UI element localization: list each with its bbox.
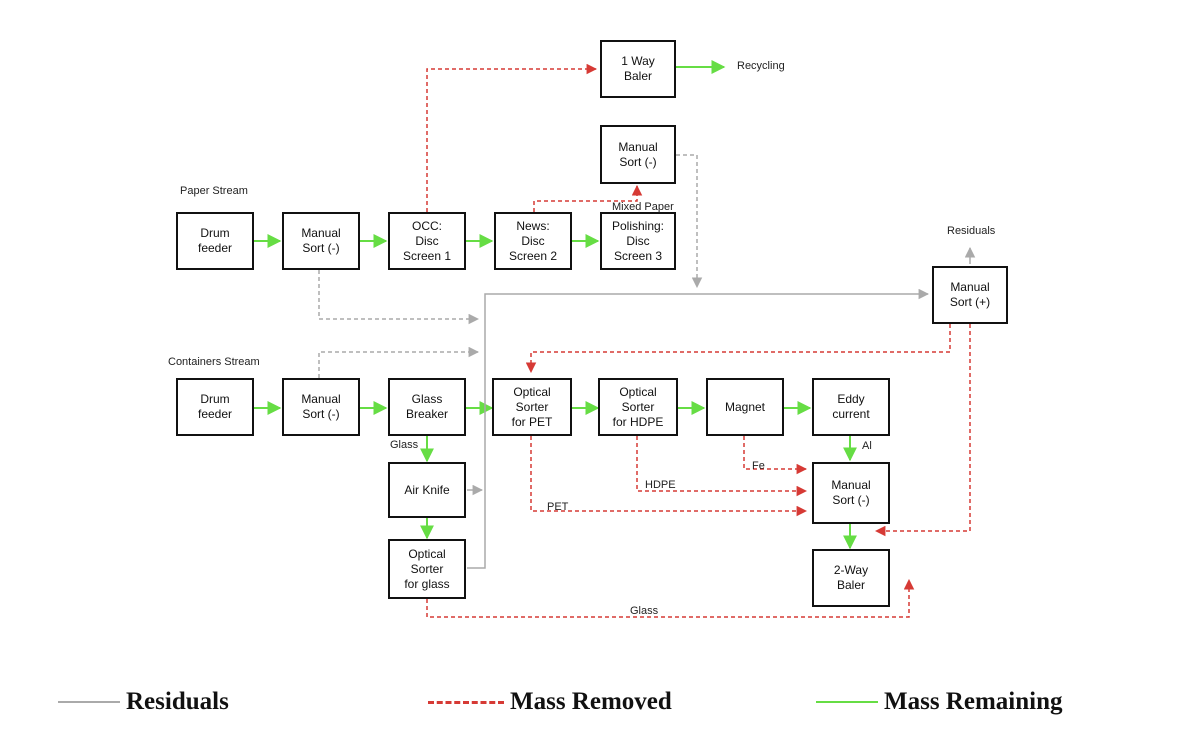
optical-sorter-glass-box: Optical Sorter for glass: [388, 539, 466, 599]
glass-bottom-label: Glass: [630, 605, 659, 617]
mass-remaining-line-swatch: [816, 701, 878, 703]
drum-feeder-containers-box: Drum feeder: [176, 378, 254, 436]
mass-removed-line-swatch: [428, 700, 504, 704]
two-way-baler-box: 2-Way Baler: [812, 549, 890, 607]
arrow-pet-removed: [530, 436, 808, 517]
hdpe-label: HDPE: [645, 479, 676, 491]
one-way-baler-box: 1 Way Baler: [600, 40, 676, 98]
glass-breaker-box: Glass Breaker: [388, 378, 466, 436]
residual-manual-top: [676, 154, 703, 289]
paper-stream-title: Paper Stream: [180, 185, 248, 197]
manual-sort-final-box: Manual Sort (-): [812, 462, 890, 524]
arrow-occ-to-one-way-baler: [426, 63, 598, 212]
arrow-magnet-fe: [743, 436, 808, 475]
legend-mass-remaining-label: Mass Remaining: [884, 688, 1063, 715]
occ-disc-screen-box: OCC: Disc Screen 1: [388, 212, 466, 270]
arrow-glass-to-two-way-baler: [426, 578, 915, 618]
polishing-disc-screen-box: Polishing: Disc Screen 3: [600, 212, 676, 270]
pet-label: PET: [547, 501, 569, 513]
optical-sorter-hdpe-box: Optical Sorter for HDPE: [598, 378, 678, 436]
legend-mass-removed-label: Mass Removed: [510, 688, 672, 715]
residuals-output-label: Residuals: [947, 225, 996, 237]
mass-removed-connectors: [426, 63, 971, 618]
fe-label: Fe: [752, 460, 765, 472]
residual-paper-manual: [318, 270, 480, 325]
residuals-connectors: [318, 154, 976, 569]
manual-sort-paper-box: Manual Sort (-): [282, 212, 360, 270]
drum-feeder-paper-box: Drum feeder: [176, 212, 254, 270]
mass-remaining-connectors: [254, 60, 857, 550]
mixed-paper-label: Mixed Paper: [612, 201, 674, 213]
containers-stream-title: Containers Stream: [168, 356, 260, 368]
eddy-current-box: Eddy current: [812, 378, 890, 436]
magnet-box: Magnet: [706, 378, 784, 436]
residual-containers-manual: [318, 346, 480, 378]
residuals-line-swatch: [58, 701, 120, 703]
legend-residuals: Residuals: [58, 682, 229, 722]
optical-sorter-pet-box: Optical Sorter for PET: [492, 378, 572, 436]
arrow-manual-plus-to-pet: [525, 324, 951, 374]
legend-mass-removed: Mass Removed: [428, 682, 672, 722]
glass-label: Glass: [390, 439, 419, 451]
manual-sort-plus-box: Manual Sort (+): [932, 266, 1008, 324]
recycling-label: Recycling: [737, 60, 785, 72]
manual-sort-top-box: Manual Sort (-): [600, 125, 676, 184]
residual-optical-glass-to-manual-plus: [467, 288, 930, 569]
al-label: Al: [862, 440, 872, 452]
arrow-news-to-manual-sort-top: [533, 184, 643, 212]
manual-sort-containers-box: Manual Sort (-): [282, 378, 360, 436]
air-knife-box: Air Knife: [388, 462, 466, 518]
legend-residuals-label: Residuals: [126, 688, 229, 715]
arrow-manual-plus-to-manual-final: [874, 324, 971, 537]
legend-mass-remaining: Mass Remaining: [816, 682, 1062, 722]
news-disc-screen-box: News: Disc Screen 2: [494, 212, 572, 270]
